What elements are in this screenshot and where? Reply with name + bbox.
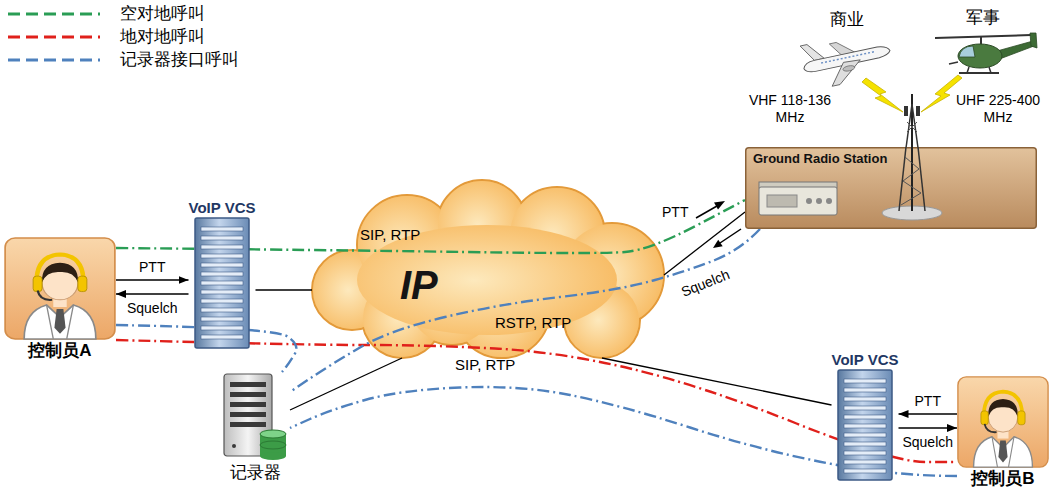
antenna-tower bbox=[904, 94, 920, 148]
vcs-box: VoIP VCS bbox=[189, 198, 256, 349]
controller-name: 控制员B bbox=[957, 468, 1049, 490]
legend-text: 空对地呼叫 bbox=[120, 4, 205, 24]
vcs-name: VoIP VCS bbox=[189, 198, 256, 217]
radio-station-panel: Ground Radio Station bbox=[745, 147, 1037, 229]
station-name: Ground Radio Station bbox=[745, 147, 1037, 170]
cloud-shape bbox=[312, 180, 664, 358]
legend-line-sample bbox=[8, 59, 100, 62]
vcs-name: VoIP VCS bbox=[832, 350, 899, 369]
network-link bbox=[290, 358, 402, 410]
signal-label: PTT bbox=[915, 393, 941, 409]
protocol-label: RSTP, RTP bbox=[495, 314, 571, 331]
recorder-icon bbox=[220, 372, 290, 462]
ptt-arrow bbox=[696, 201, 725, 218]
legend-line bbox=[6, 50, 102, 70]
legend-line-sample bbox=[8, 13, 100, 16]
legend-line-sample bbox=[8, 36, 100, 39]
aircraft-label: 商业 bbox=[830, 10, 864, 30]
legend-text: 记录器接口呼叫 bbox=[120, 50, 239, 70]
network-link bbox=[256, 289, 313, 290]
call-path bbox=[290, 229, 760, 392]
signal-label: PTT bbox=[662, 204, 688, 220]
signal-arrow bbox=[899, 413, 958, 415]
helicopter bbox=[935, 33, 1037, 73]
airliner bbox=[799, 28, 895, 91]
signal-arrow bbox=[899, 427, 958, 429]
recorder-name: 记录器 bbox=[220, 462, 290, 484]
server-icon bbox=[194, 217, 250, 349]
frequency-label: VHF 118-136 MHz bbox=[740, 92, 840, 126]
protocol-label: SIP, RTP bbox=[360, 226, 420, 243]
ip-cloud: IP bbox=[312, 180, 664, 358]
signal-label: PTT bbox=[139, 259, 165, 275]
controller-icon bbox=[4, 237, 116, 340]
signal-arrow bbox=[116, 293, 189, 295]
network-name: IP bbox=[400, 262, 438, 308]
signal-label: Squelch bbox=[127, 300, 178, 316]
legend-line bbox=[6, 27, 102, 47]
recorder-box: 记录器 bbox=[220, 372, 290, 484]
signal-arrow bbox=[116, 279, 189, 281]
squelch-arrow bbox=[713, 229, 741, 248]
controller-name: 控制员A bbox=[4, 340, 116, 362]
controller-box: 控制员B bbox=[957, 376, 1049, 490]
controller-box: 控制员A bbox=[4, 237, 116, 362]
server-icon bbox=[837, 369, 893, 481]
controller-icon bbox=[957, 376, 1049, 468]
protocol-label: SIP, RTP bbox=[455, 356, 515, 373]
signal-label: Squelch bbox=[679, 266, 732, 300]
legend-text: 地对地呼叫 bbox=[120, 27, 205, 47]
network-link bbox=[602, 358, 832, 405]
signal-label: Squelch bbox=[902, 434, 953, 450]
aircraft-label: 军事 bbox=[966, 8, 1000, 28]
vcs-box: VoIP VCS bbox=[832, 350, 899, 481]
legend-line bbox=[6, 4, 102, 24]
call-path bbox=[116, 340, 957, 462]
frequency-label: UHF 225-400 MHz bbox=[948, 92, 1048, 126]
